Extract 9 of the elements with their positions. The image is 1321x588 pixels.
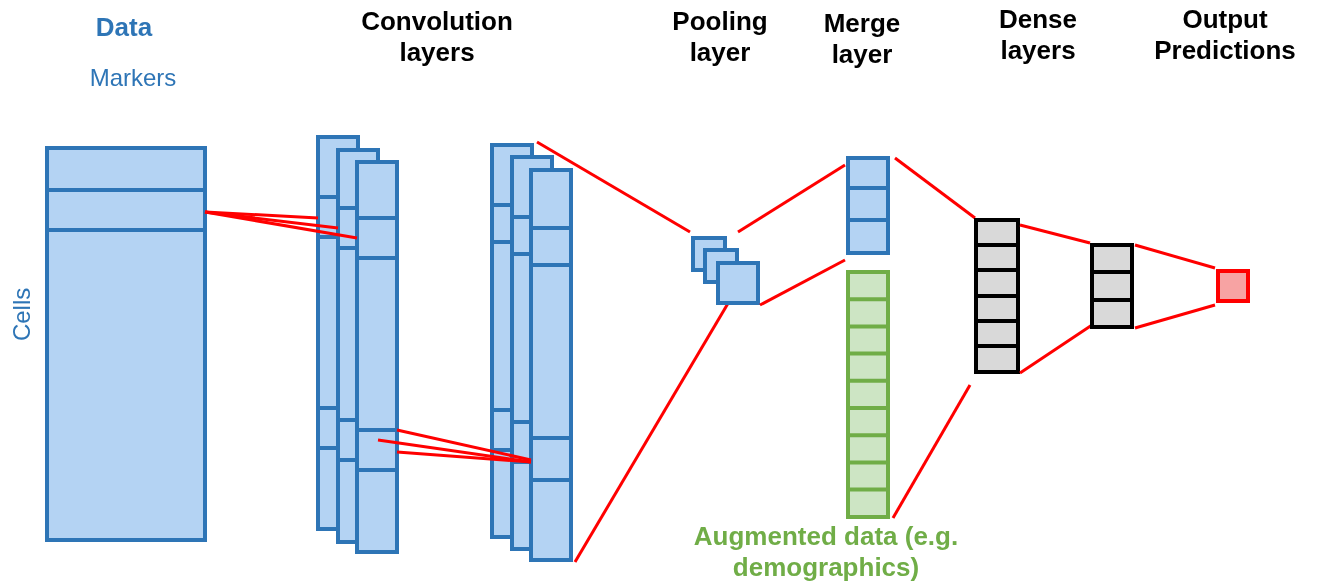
heading: Convolution layers (360, 6, 514, 69)
axis-label: Markers (89, 64, 177, 93)
heading: Merge layer (822, 8, 902, 71)
heading: Dense layers (997, 4, 1078, 67)
axis-label: Cells (7, 287, 36, 342)
heading: Pooling layer (671, 6, 769, 69)
heading: Data (95, 12, 153, 44)
heading: Output Predictions (1153, 4, 1297, 67)
caption: Augmented data (e.g. demographics) (692, 521, 960, 584)
